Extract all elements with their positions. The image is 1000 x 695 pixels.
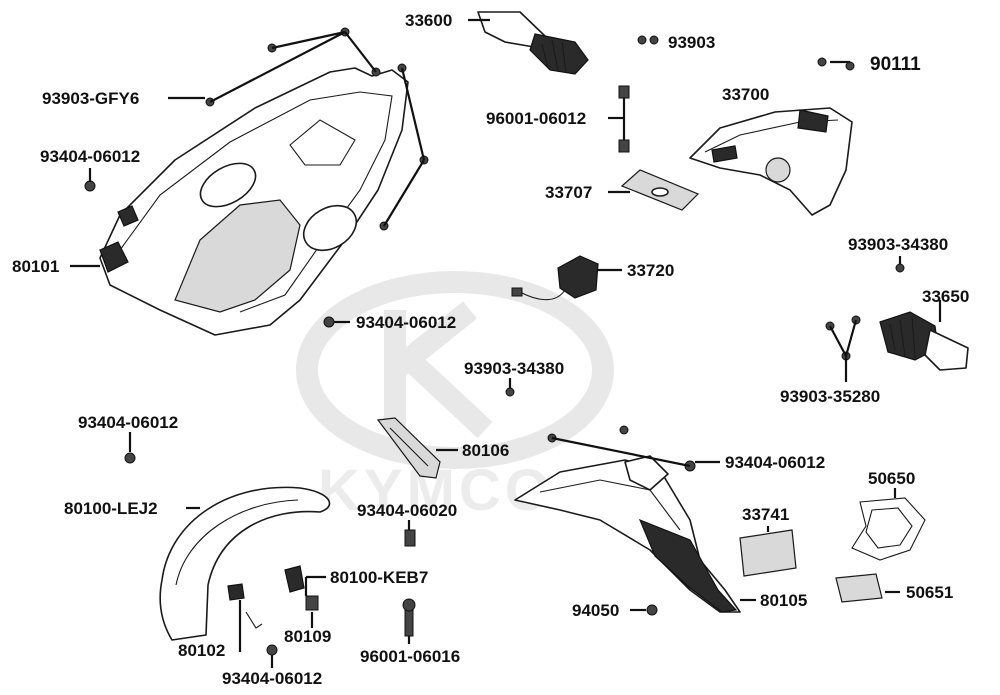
part-96001-06016-bolt	[402, 598, 416, 637]
label-33741: 33741	[742, 505, 789, 524]
part-33650-turn-signal	[879, 311, 969, 371]
part-80106-reflector	[376, 417, 441, 479]
label-93903-34380-a: 93903-34380	[848, 235, 948, 254]
label-93404-06012-e: 93404-06012	[222, 669, 322, 688]
label-80101: 80101	[12, 257, 59, 276]
part-94050-nut	[646, 604, 658, 616]
part-33600-turn-signal	[477, 11, 589, 75]
label-80100-lej2: 80100-LEJ2	[64, 499, 158, 518]
part-80101-rear-cover	[99, 67, 409, 336]
label-80109: 80109	[284, 627, 331, 646]
part-93404-06020-bolt	[404, 529, 416, 547]
label-33650: 33650	[922, 287, 969, 306]
part-80100-keb7-bracket	[284, 565, 305, 593]
part-50651-plate	[835, 573, 883, 603]
label-33720: 33720	[627, 261, 674, 280]
label-93903-35280: 93903-35280	[780, 387, 880, 406]
label-80106: 80106	[462, 441, 509, 460]
label-50651: 50651	[906, 583, 953, 602]
label-33600: 33600	[405, 11, 452, 30]
label-93404-06012-d: 93404-06012	[725, 453, 825, 472]
label-93903-gfy6: 93903-GFY6	[42, 89, 139, 108]
label-93404-06020: 93404-06020	[357, 501, 457, 520]
label-80100-keb7: 80100-KEB7	[330, 568, 428, 587]
callout-labels: 33600 93903 90111 93903-GFY6 96001-06012…	[12, 11, 969, 688]
label-90111: 90111	[870, 54, 921, 75]
label-96001-06016: 96001-06016	[360, 647, 460, 666]
label-33700: 33700	[722, 85, 769, 104]
label-93903-34380-b: 93903-34380	[464, 359, 564, 378]
part-33741-pad	[739, 529, 797, 577]
label-33707: 33707	[545, 183, 592, 202]
label-93404-06012-c: 93404-06012	[78, 413, 178, 432]
label-93903: 93903	[668, 33, 715, 52]
label-96001-06012: 96001-06012	[486, 109, 586, 128]
label-80102: 80102	[178, 641, 225, 660]
label-93404-06012-a: 93404-06012	[40, 147, 140, 166]
part-90111-screw	[817, 57, 855, 71]
part-80105-rear-fender	[514, 455, 741, 613]
part-80102-clip	[227, 583, 263, 629]
part-93903-screws	[637, 35, 659, 45]
part-33720-license-light	[511, 255, 599, 301]
part-50650-bracket	[851, 497, 926, 561]
part-33700-tail-light	[689, 107, 853, 216]
label-93404-06012-b: 93404-06012	[356, 313, 456, 332]
leader-lines	[70, 18, 942, 668]
label-80105: 80105	[760, 591, 807, 610]
part-80109-collar	[305, 595, 319, 611]
part-33707-plate	[620, 169, 700, 211]
part-80100-lej2-front-fender	[159, 486, 331, 641]
label-94050: 94050	[572, 601, 619, 620]
label-50650: 50650	[868, 469, 915, 488]
